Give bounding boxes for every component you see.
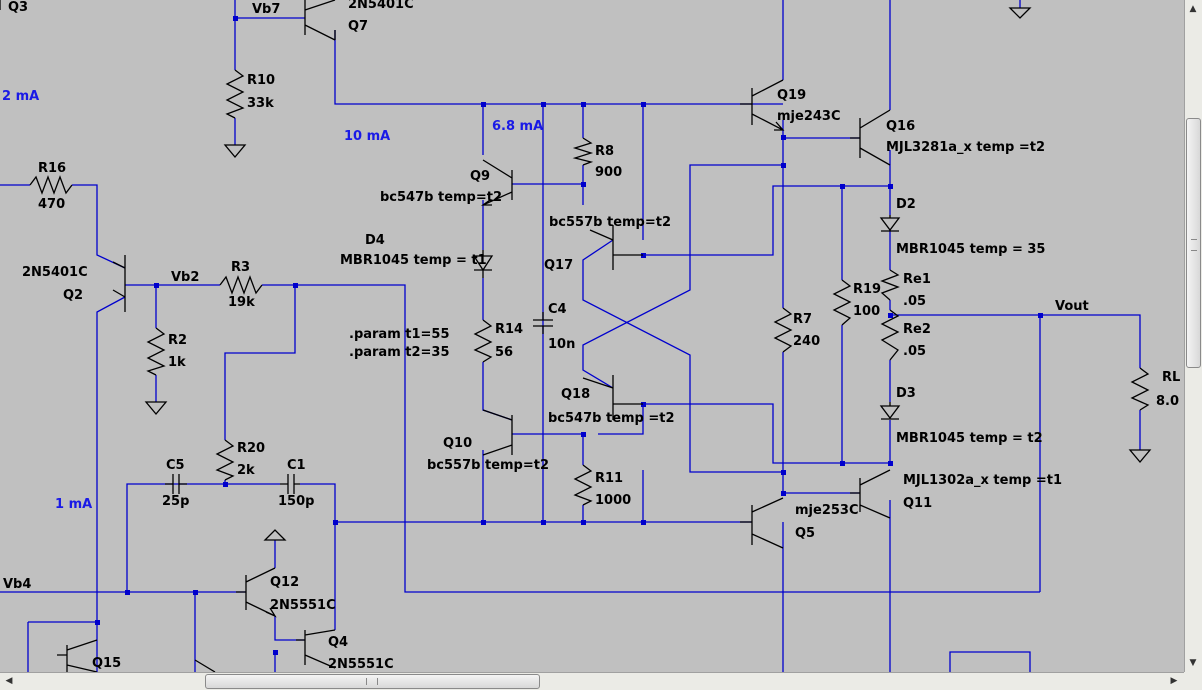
re1-ref: Re1 xyxy=(903,272,931,287)
horizontal-scrollbar[interactable]: ◀ ▶ xyxy=(0,672,1184,690)
r19-ref: R19 xyxy=(853,282,881,297)
net-labels: Vb7 Vb2 Vb4 Vout xyxy=(3,2,1089,592)
q19-model: mje243C xyxy=(777,109,841,124)
scroll-right-icon[interactable]: ▶ xyxy=(1170,676,1178,686)
c1-ref: C1 xyxy=(287,458,306,473)
q11-ref: Q11 xyxy=(903,496,932,511)
q4-ref: Q4 xyxy=(328,635,348,650)
r11-value: 1000 xyxy=(595,493,631,508)
d3-model: MBR1045 temp = t2 xyxy=(896,431,1043,446)
q2-ref: Q2 xyxy=(63,288,83,303)
q18-model: bc547b temp =t2 xyxy=(548,411,675,426)
r7-value: 240 xyxy=(793,334,820,349)
re2-ref: Re2 xyxy=(903,322,931,337)
q16-ref: Q16 xyxy=(886,119,915,134)
rl-ref: RL xyxy=(1162,370,1180,385)
net-vb4: Vb4 xyxy=(3,577,31,592)
vertical-scroll-thumb[interactable] xyxy=(1186,118,1201,368)
q12-model: 2N5551C xyxy=(270,598,336,613)
r16-ref: R16 xyxy=(38,161,66,176)
q3-ref: Q3 xyxy=(8,0,28,15)
transistor-symbols xyxy=(0,0,891,672)
q10-ref: Q10 xyxy=(443,436,472,451)
r3-ref: R3 xyxy=(231,260,250,275)
rl-value: 8.0 xyxy=(1156,394,1179,409)
r10-value: 33k xyxy=(247,96,274,111)
d3-ref: D3 xyxy=(896,386,916,401)
c4-ref: C4 xyxy=(548,302,567,317)
resistor-symbols xyxy=(29,69,1150,506)
q5-model: mje253C xyxy=(795,503,859,518)
scrollbar-corner xyxy=(1184,672,1202,690)
r20-value: 2k xyxy=(237,463,255,478)
r20-ref: R20 xyxy=(237,441,265,456)
q19-ref: Q19 xyxy=(777,88,806,103)
q7-model: 2N5401C xyxy=(348,0,414,12)
scroll-up-icon[interactable]: ▲ xyxy=(1189,4,1197,14)
q10-model: bc557b temp=t2 xyxy=(427,458,549,473)
r10-ref: R10 xyxy=(247,73,275,88)
c5-ref: C5 xyxy=(166,458,185,473)
q4-model: 2N5551C xyxy=(328,657,394,672)
current-2ma: 2 mA xyxy=(2,89,39,104)
net-vout: Vout xyxy=(1055,299,1089,314)
c5-value: 25p xyxy=(162,494,189,509)
grip-icon xyxy=(366,678,378,685)
component-labels: Q3 2N5401C Q7 R10 33k R16 470 2N5401C Q2… xyxy=(8,0,1180,672)
re2-value: .05 xyxy=(903,344,926,359)
d2-model: MBR1045 temp = 35 xyxy=(896,242,1045,257)
q12-ref: Q12 xyxy=(270,575,299,590)
q5-ref: Q5 xyxy=(795,526,815,541)
re1-value: .05 xyxy=(903,294,926,309)
scroll-left-icon[interactable]: ◀ xyxy=(5,676,13,686)
schematic-canvas[interactable]: Q3 2N5401C Q7 R10 33k R16 470 2N5401C Q2… xyxy=(0,0,1184,672)
junctions xyxy=(95,16,1043,655)
q16-model: MJL3281a_x temp =t2 xyxy=(886,140,1045,155)
c4-value: 10n xyxy=(548,337,575,352)
ground-symbols xyxy=(144,7,1152,672)
current-annotations: 2 mA 10 mA 6.8 mA 1 mA xyxy=(2,89,543,512)
net-vb7: Vb7 xyxy=(252,2,280,17)
r8-ref: R8 xyxy=(595,144,614,159)
q18-ref: Q18 xyxy=(561,387,590,402)
spice-directives: .param t1=55 .param t2=35 xyxy=(349,327,450,360)
r16-value: 470 xyxy=(38,197,65,212)
q9-model: bc547b temp=t2 xyxy=(380,190,502,205)
vertical-scrollbar[interactable]: ▲ ▼ xyxy=(1184,0,1202,672)
d2-ref: D2 xyxy=(896,197,916,212)
r14-value: 56 xyxy=(495,345,513,360)
q9-ref: Q9 xyxy=(470,169,490,184)
r8-value: 900 xyxy=(595,165,622,180)
c1-value: 150p xyxy=(278,494,314,509)
d4-model: MBR1045 temp = t1 xyxy=(340,253,487,268)
wires xyxy=(0,0,1141,672)
capacitor-symbols xyxy=(165,312,553,494)
q11-model: MJL1302a_x temp =t1 xyxy=(903,473,1062,488)
scroll-down-icon[interactable]: ▼ xyxy=(1189,658,1197,668)
r2-value: 1k xyxy=(168,355,186,370)
q17-model: bc557b temp=t2 xyxy=(549,215,671,230)
grip-icon xyxy=(1191,239,1197,251)
q15-ref: Q15 xyxy=(92,656,121,671)
directive-t2: .param t2=35 xyxy=(349,345,450,360)
r7-ref: R7 xyxy=(793,312,812,327)
d4-ref: D4 xyxy=(365,233,385,248)
diode-symbols xyxy=(472,215,901,420)
r11-ref: R11 xyxy=(595,471,623,486)
r14-ref: R14 xyxy=(495,322,523,337)
r2-ref: R2 xyxy=(168,333,187,348)
net-vb2: Vb2 xyxy=(171,270,199,285)
q17-ref: Q17 xyxy=(544,258,573,273)
horizontal-scroll-thumb[interactable] xyxy=(205,674,540,689)
r19-value: 100 xyxy=(853,304,880,319)
current-1ma: 1 mA xyxy=(55,497,92,512)
directive-t1: .param t1=55 xyxy=(349,327,450,342)
r3-value: 19k xyxy=(228,295,255,310)
current-6-8ma: 6.8 mA xyxy=(492,119,543,134)
current-10ma: 10 mA xyxy=(344,129,390,144)
q2-model: 2N5401C xyxy=(22,265,88,280)
q7-ref: Q7 xyxy=(348,19,368,34)
